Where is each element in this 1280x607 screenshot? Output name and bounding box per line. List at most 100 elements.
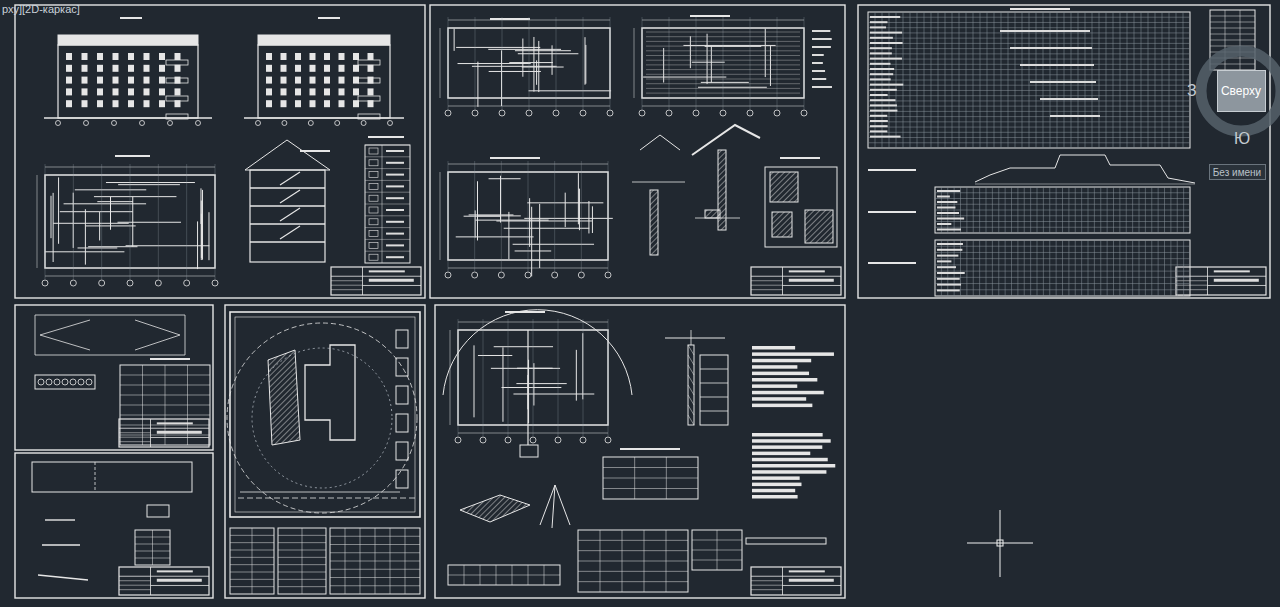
table-col: [1008, 12, 1009, 148]
window: [295, 53, 301, 60]
table-col: [960, 187, 961, 233]
text-bar: [937, 223, 951, 225]
axis-line: [475, 17, 476, 109]
table-col: [666, 457, 667, 499]
table-row: [448, 575, 560, 576]
wall: [565, 193, 566, 227]
hatched-node: [772, 212, 792, 237]
wall: [496, 220, 592, 221]
window: [113, 77, 119, 84]
axis-bubble: [445, 272, 451, 278]
wall: [488, 49, 561, 50]
wall: [765, 29, 766, 77]
sling: [540, 485, 570, 528]
table-col: [1155, 12, 1156, 148]
window: [353, 88, 359, 95]
text-bar: [937, 229, 961, 231]
note-text: [752, 483, 801, 487]
table-row: [603, 478, 698, 479]
text-bar: [870, 115, 887, 117]
schedule-bar: [1010, 47, 1092, 49]
axis-line: [669, 17, 670, 109]
wall: [524, 218, 613, 219]
note-text: [752, 458, 828, 462]
table-col: [1176, 12, 1177, 148]
table-col: [1068, 187, 1069, 233]
table-col: [1106, 12, 1107, 148]
axis-bubble: [553, 110, 559, 116]
table-col: [954, 187, 955, 233]
axis-bubble: [282, 121, 287, 126]
axis-line: [215, 164, 216, 279]
wall: [533, 37, 534, 92]
text-bar: [870, 136, 901, 138]
text-bar: [386, 174, 404, 176]
section-detail: [42, 544, 80, 545]
window: [295, 65, 301, 72]
table-col: [994, 12, 995, 148]
window: [368, 88, 374, 95]
table-col: [1024, 187, 1025, 233]
text-bar: [690, 15, 730, 17]
wall: [476, 220, 549, 221]
mast-brace: [688, 405, 694, 415]
table-col: [979, 240, 980, 296]
balcony: [166, 96, 188, 101]
facade: [58, 45, 198, 118]
window: [144, 65, 150, 72]
table-col: [1151, 187, 1152, 233]
window: [175, 53, 181, 60]
symbol: [369, 231, 378, 237]
window: [339, 88, 345, 95]
axis-line: [529, 17, 530, 109]
symbol: [369, 219, 378, 225]
axis-bubble: [196, 121, 201, 126]
title-block-line: [751, 589, 783, 590]
text-bar: [789, 570, 825, 572]
slab-line: [646, 83, 800, 84]
table-col: [1107, 240, 1108, 296]
text-bar: [490, 18, 530, 20]
mast-brace: [688, 415, 694, 425]
stair-flight: [280, 190, 300, 203]
axis-bubble: [605, 272, 611, 278]
hollow-core: [78, 379, 84, 385]
axis-line: [583, 319, 584, 436]
hollow-core: [54, 379, 60, 385]
axis-line: [448, 161, 449, 271]
axis-bubble: [747, 110, 753, 116]
axis-line: [581, 161, 582, 271]
table-col: [252, 528, 253, 594]
table-col: [1017, 187, 1018, 233]
table-col: [941, 187, 942, 233]
table-col: [1092, 12, 1093, 148]
wall: [51, 196, 52, 238]
window: [66, 88, 72, 95]
window: [66, 65, 72, 72]
text-bar: [300, 150, 330, 152]
wall: [536, 60, 537, 84]
axis-bubble: [140, 121, 145, 126]
text-bar: [789, 579, 834, 582]
text-bar: [937, 260, 951, 262]
title-block-line: [119, 585, 151, 586]
table-col: [1158, 240, 1159, 296]
schedule-bar: [1000, 30, 1090, 32]
table-col: [1056, 187, 1057, 233]
window: [159, 88, 165, 95]
axis-bubble: [526, 110, 532, 116]
table-col: [1132, 240, 1133, 296]
axis-bubble: [155, 280, 161, 286]
wall: [508, 212, 509, 259]
table-col: [1113, 187, 1114, 233]
schedule-bar: [1030, 81, 1096, 83]
table-frame: [603, 457, 698, 499]
axis-bubble: [84, 121, 89, 126]
sheet-frame: [15, 305, 213, 450]
table-col: [187, 365, 188, 445]
text-bar: [870, 26, 886, 28]
table-col: [1119, 187, 1120, 233]
text-bar: [937, 196, 950, 198]
mast-brace: [688, 345, 694, 355]
window: [324, 100, 330, 107]
